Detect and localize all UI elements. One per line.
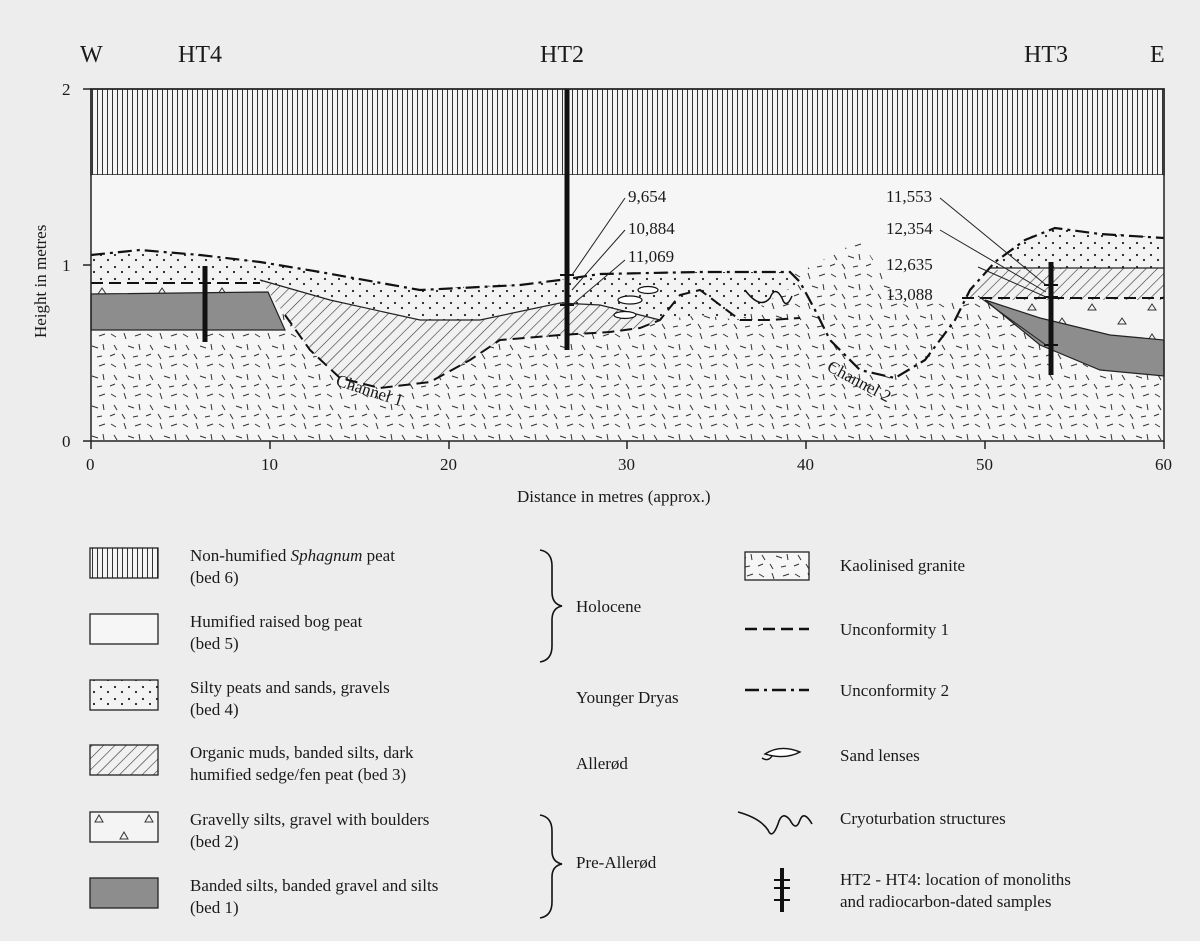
granite-swatch-icon [744, 551, 810, 581]
legend-unconformity-1: Unconformity 1 [840, 620, 949, 639]
site-label-ht3: HT3 [1024, 42, 1068, 68]
period-allerod: Allerød [576, 754, 628, 773]
y-axis-label: Height in metres [31, 225, 50, 338]
lens-icon [761, 747, 802, 761]
legend-bed-6-line1: Non-humified Sphagnum peat [190, 546, 395, 565]
legend-swatch-bed-2 [89, 811, 159, 843]
date-ht3-4: 13,088 [886, 285, 933, 304]
legend-unconformity-2: Unconformity 2 [840, 681, 949, 700]
y-tick-1: 1 [62, 256, 71, 275]
date-ht3-2: 12,354 [886, 219, 933, 238]
legend-swatch-bed-5 [89, 613, 159, 645]
legend-bed-5-line1: Humified raised bog peat [190, 612, 363, 631]
x-tick-0: 0 [86, 455, 95, 474]
monolith-icon [774, 868, 790, 912]
bed-5-humified-peat [91, 175, 1164, 300]
triangle-icon [94, 813, 154, 840]
x-tick-30: 30 [618, 455, 635, 474]
unconformity-2-line [90, 226, 1165, 380]
compass-west: W [80, 42, 103, 68]
x-tick-50: 50 [976, 455, 993, 474]
y-tick-0: 0 [62, 432, 71, 451]
bed-4-silty-peats-east [990, 228, 1164, 268]
x-tick-10: 10 [261, 455, 278, 474]
period-holocene: Holocene [576, 597, 641, 616]
bed-2-gravelly-silts-west [91, 283, 268, 294]
sand-lens [617, 295, 643, 305]
x-axis-label: Distance in metres (approx.) [517, 487, 711, 506]
site-label-ht4: HT4 [178, 42, 222, 68]
legend-monolith-line1: HT2 - HT4: location of monoliths [840, 870, 1071, 889]
legend-swatch-bed-3 [89, 744, 159, 776]
legend-swatch-bed-4 [89, 679, 159, 711]
monolith-ht3 [1044, 262, 1058, 375]
bed-6-sphagnum-peat [90, 88, 1165, 176]
period-pre-allerod: Pre-Allerød [576, 853, 657, 872]
legend-swatch-bed-6 [89, 547, 159, 579]
legend-bed-6-line2: (bed 6) [190, 568, 239, 587]
date-ht2-3: 11,069 [628, 247, 674, 266]
legend-kaolinised-granite: Kaolinised granite [840, 556, 965, 575]
legend: Non-humified Sphagnum peat (bed 6) Humif… [89, 546, 1071, 919]
period-younger-dryas: Younger Dryas [576, 688, 679, 707]
bed-3-east [962, 268, 1164, 300]
sand-lens [613, 310, 637, 320]
legend-sand-lenses: Sand lenses [840, 746, 920, 765]
compass-east: E [1150, 42, 1165, 68]
unconformity-1-line-channel [284, 288, 801, 390]
brace-pre-allerod [539, 814, 563, 919]
date-ht2-1: 9,654 [628, 187, 667, 206]
cross-section [90, 88, 1165, 442]
date-leaders-ht3 [939, 197, 1047, 346]
legend-bed-2-line2: (bed 2) [190, 832, 239, 851]
legend-bed-3-line1: Organic muds, banded silts, dark [190, 743, 414, 762]
x-tick-20: 20 [440, 455, 457, 474]
site-label-ht2: HT2 [540, 42, 584, 68]
date-leaders-ht2 [571, 197, 626, 306]
cryoturbation-structure [744, 289, 793, 305]
legend-monolith-line2: and radiocarbon-dated samples [840, 892, 1051, 911]
x-tick-60: 60 [1155, 455, 1172, 474]
legend-bed-1-line2: (bed 1) [190, 898, 239, 917]
legend-bed-2-line1: Gravelly silts, gravel with boulders [190, 810, 429, 829]
legend-bed-3-line2: humified sedge/fen peat (bed 3) [190, 765, 406, 784]
legend-bed-4-line2: (bed 4) [190, 700, 239, 719]
legend-cryoturbation: Cryoturbation structures [840, 809, 1006, 828]
x-tick-40: 40 [797, 455, 814, 474]
brace-holocene [539, 549, 563, 663]
bed-1-banded-silts-west [90, 291, 286, 331]
axis-ticks [83, 88, 1165, 449]
legend-bed-1-line1: Banded silts, banded gravel and silts [190, 876, 438, 895]
y-tick-2: 2 [62, 80, 71, 99]
date-ht3-1: 11,553 [886, 187, 932, 206]
date-ht2-2: 10,884 [628, 219, 675, 238]
monolith-ht2 [560, 89, 574, 350]
legend-bed-4-line1: Silty peats and sands, gravels [190, 678, 390, 697]
legend-swatch-bed-1 [89, 877, 159, 909]
bed-2-gravelly-silts-east [985, 300, 1164, 340]
sand-lens [637, 285, 659, 295]
legend-bed-5-line2: (bed 5) [190, 634, 239, 653]
date-ht3-3: 12,635 [886, 255, 933, 274]
cryoturbation-icon [737, 811, 813, 835]
